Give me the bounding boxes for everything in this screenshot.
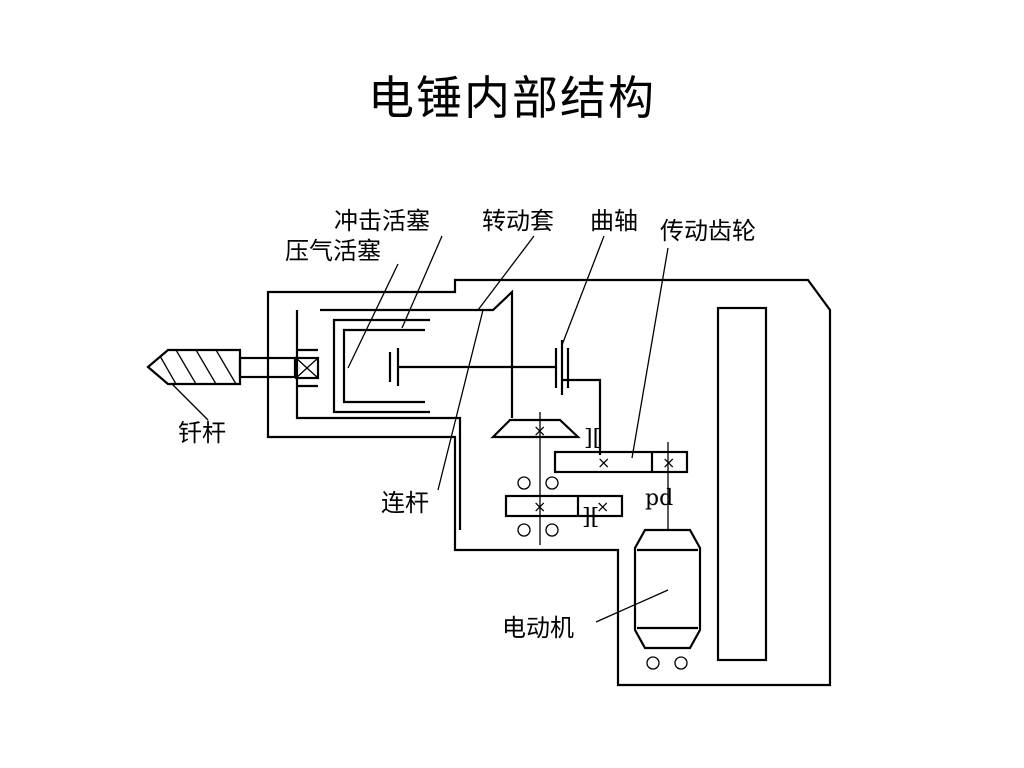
housing-outline: [266, 278, 832, 687]
label-air-piston: 压气活塞: [285, 237, 381, 265]
crank-arm: [562, 378, 602, 455]
housing-inner-wall: [295, 310, 462, 530]
drill-bit-hatch: [159, 349, 237, 385]
label-motor: 电动机: [502, 614, 574, 642]
gear-cross-b: ×: [662, 453, 675, 472]
transmission-gear-lower: [504, 494, 624, 518]
cylinder-outer: [332, 318, 430, 414]
handle-bar: [716, 306, 768, 662]
bearing-circles: [517, 476, 688, 670]
label-drill-rod: 钎杆: [178, 419, 226, 447]
transmission-gear-upper: [553, 450, 689, 474]
label-impact-piston: 冲击活塞: [334, 207, 430, 235]
label-rotating-sleeve: 转动套: [482, 207, 554, 235]
motor-body: [633, 528, 702, 650]
bevel-gear: [490, 418, 581, 439]
bearing-bracket-a: ][: [584, 426, 601, 451]
motor-bearing-glyph: pd: [645, 486, 673, 511]
cylinder-inner: [342, 328, 425, 404]
gear-cross-c: ×: [533, 497, 546, 516]
page-title: 电锤内部结构: [368, 71, 656, 125]
gear-cross-d: ×: [596, 497, 609, 516]
rotating-sleeve: [320, 289, 514, 418]
label-transmission-gear: 传动齿轮: [660, 217, 756, 245]
label-connecting-rod: 连杆: [381, 489, 429, 517]
label-crankshaft: 曲轴: [590, 207, 638, 235]
shank-bearing: [294, 356, 320, 380]
shank-bearing-cross-b: [295, 357, 319, 379]
bearing-bracket-b: ][: [582, 505, 599, 530]
bevel-gear-cross: ×: [533, 421, 546, 440]
leader-lines: [171, 235, 669, 623]
gear-cross-a: ×: [597, 453, 610, 472]
